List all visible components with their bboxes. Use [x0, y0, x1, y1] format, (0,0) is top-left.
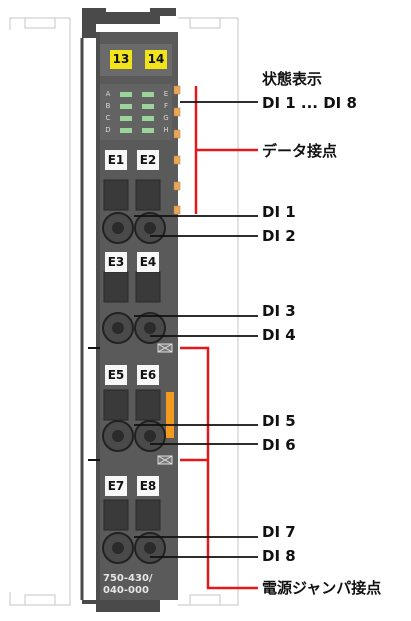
top-clip-tab	[82, 8, 106, 16]
terminal-block-3	[102, 389, 166, 452]
top-clip-tab-right	[150, 8, 176, 16]
model-number-line-1: 750-430/	[103, 573, 153, 584]
callout-data-contacts: データ接点	[262, 142, 338, 160]
bottom-clip	[82, 600, 160, 612]
callout-di1: DI 1	[262, 203, 296, 221]
terminal-label-e3: E3	[105, 252, 127, 272]
callout-status-display: 状態表示	[262, 70, 323, 88]
callout-di6: DI 6	[262, 436, 296, 454]
terminal-label-e8: E8	[137, 476, 159, 496]
led-label-e: E	[163, 90, 169, 98]
model-number-line-2: 040-000	[103, 585, 149, 596]
data-contacts	[173, 85, 181, 215]
led-label-a: A	[105, 90, 111, 98]
led-label-h: H	[163, 126, 169, 134]
terminal-label-e5: E5	[105, 365, 127, 385]
terminal-label-e7: E7	[105, 476, 127, 496]
power-jumper-markers	[157, 343, 173, 465]
callout-power-jumper-contacts: 電源ジャンパ接点	[262, 579, 382, 597]
led-label-g: G	[163, 114, 169, 122]
led-label-b: B	[105, 102, 111, 110]
led-block	[100, 84, 172, 140]
power-jumper-contact	[166, 392, 174, 438]
led-label-f: F	[163, 102, 169, 110]
terminal-label-e1: E1	[105, 150, 127, 170]
neighbor-module-outline	[9, 17, 239, 606]
number-tag-13: 13	[110, 50, 132, 69]
callout-di8: DI 8	[262, 547, 296, 565]
callout-di5: DI 5	[262, 412, 296, 430]
data-contacts-bracket	[194, 86, 258, 214]
terminal-label-e2: E2	[137, 150, 159, 170]
leader-lines	[134, 101, 258, 558]
power-jumper-bracket	[180, 346, 258, 590]
status-leds	[120, 92, 154, 133]
housing-edge	[96, 32, 100, 600]
terminal-label-e4: E4	[137, 252, 159, 272]
callout-di3: DI 3	[262, 302, 296, 320]
number-tag-14: 14	[145, 50, 167, 69]
callout-di-range: DI 1 ... DI 8	[262, 94, 357, 112]
terminal-label-e6: E6	[137, 365, 159, 385]
terminal-block-1	[102, 179, 166, 244]
top-clip	[82, 12, 160, 38]
led-label-d: D	[105, 126, 111, 134]
terminal-block-4	[102, 499, 166, 564]
callout-di7: DI 7	[262, 523, 296, 541]
callout-di4: DI 4	[262, 326, 296, 344]
callout-di2: DI 2	[262, 227, 296, 245]
led-label-c: C	[105, 114, 111, 122]
model-number: 750-430/ 040-000	[103, 573, 153, 597]
